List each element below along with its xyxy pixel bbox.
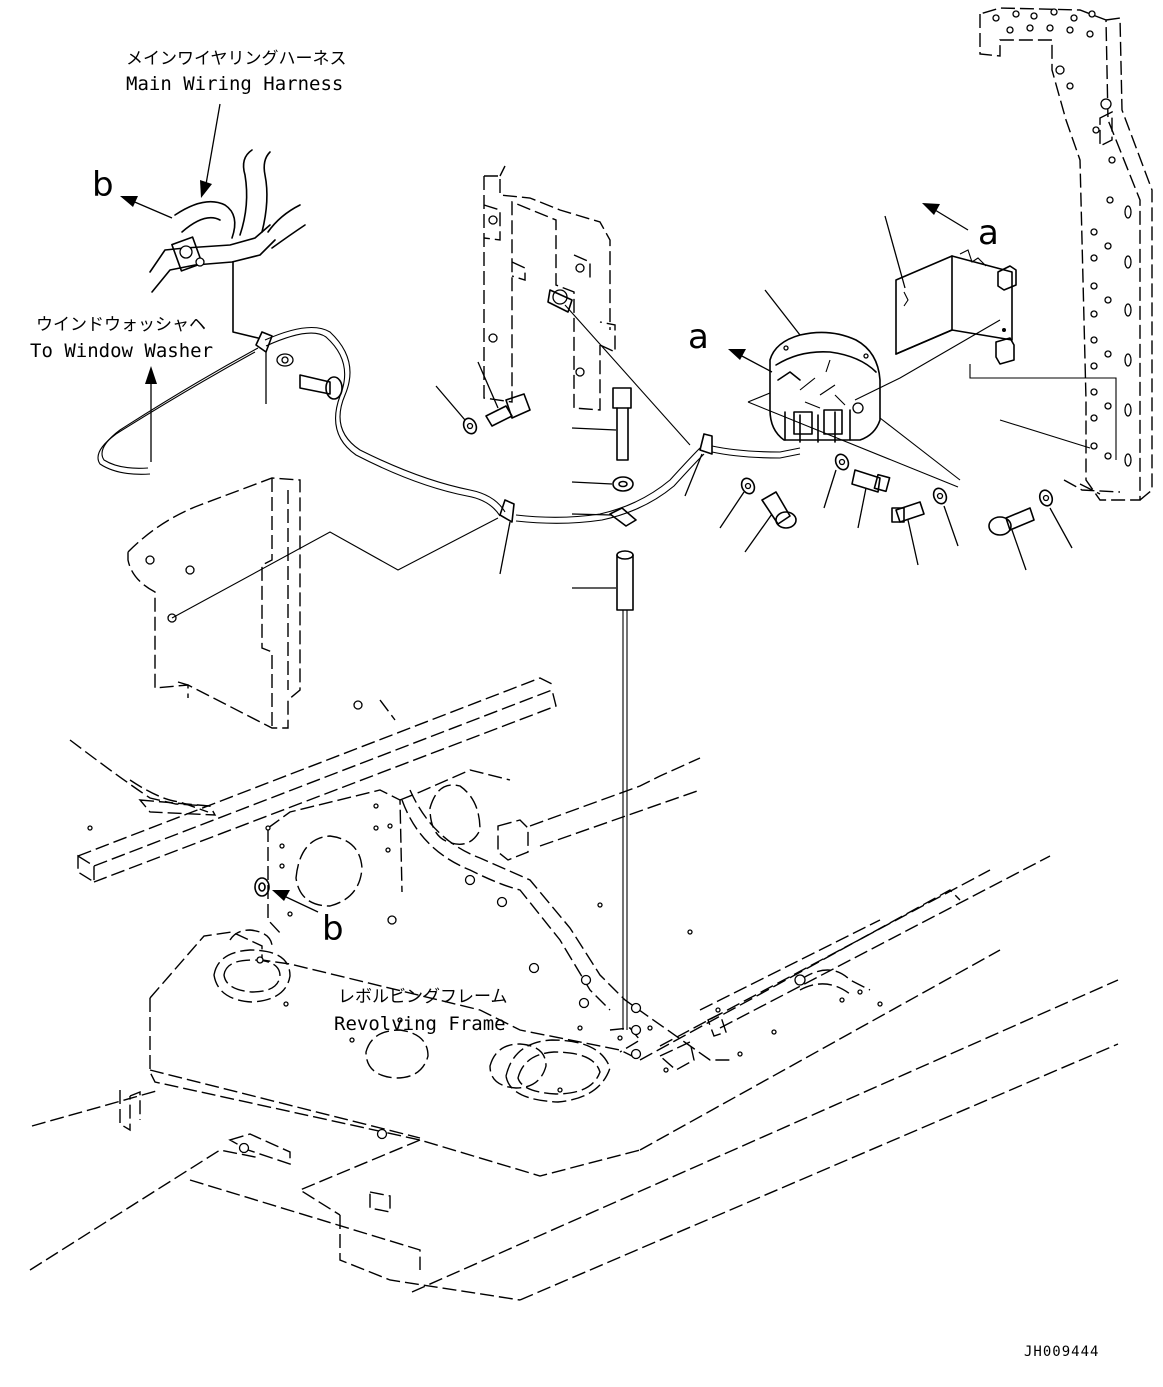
ref-a-right: a — [978, 213, 999, 253]
drawing-code: JH009444 — [1024, 1344, 1099, 1360]
revolving-frame — [29, 677, 1119, 1301]
grommet-b — [254, 877, 270, 897]
arrow-b-top — [120, 196, 138, 207]
washer-2 — [435, 385, 478, 435]
main-harness-label-en: Main Wiring Harness — [126, 73, 343, 95]
arrow-b-bottom — [272, 890, 290, 901]
clamp-center — [571, 507, 637, 527]
washer-5 — [823, 453, 850, 509]
harness-leader — [204, 103, 221, 191]
washer-4 — [719, 477, 756, 529]
ref-b-top: b — [92, 165, 114, 205]
center-bracket — [483, 165, 691, 446]
bolt-2 — [477, 361, 531, 427]
washer-7 — [1038, 489, 1073, 549]
hose-clamp-3 — [684, 433, 713, 497]
bolt-4 — [851, 469, 891, 529]
window-washer-label-jp: ウインドウォッシャヘ — [36, 315, 206, 335]
main-wiring-harness — [149, 149, 306, 339]
main-harness-label-jp: メインワイヤリングハーネス — [126, 49, 347, 69]
ref-b-bottom: b — [322, 909, 344, 949]
revolving-frame-label-jp: レボルビングフレーム — [338, 987, 508, 1007]
spacer-tube — [572, 550, 634, 611]
bolt-1 — [299, 374, 343, 400]
window-washer-label-en: To Window Washer — [30, 340, 213, 362]
hose-clamp-1 — [255, 331, 294, 404]
bolt-3 — [744, 491, 797, 553]
arrow-a-right — [922, 203, 940, 215]
long-bolt — [571, 387, 632, 461]
washer-6 — [932, 487, 959, 547]
bolt-6 — [988, 507, 1035, 571]
ref-a-left: a — [688, 317, 709, 357]
mount-bracket — [884, 215, 1017, 365]
cab-pillar — [979, 7, 1153, 501]
hose-clamp-2 — [499, 499, 515, 575]
washer-3 — [571, 476, 634, 492]
left-side-panel — [127, 477, 499, 729]
bolt-5 — [891, 501, 925, 566]
controller-unit — [764, 289, 881, 443]
washer-hose — [97, 327, 801, 524]
arrow-a-left — [728, 349, 746, 360]
revolving-frame-label-en: Revolving Frame — [334, 1013, 506, 1035]
arrow-window-washer — [145, 366, 157, 384]
